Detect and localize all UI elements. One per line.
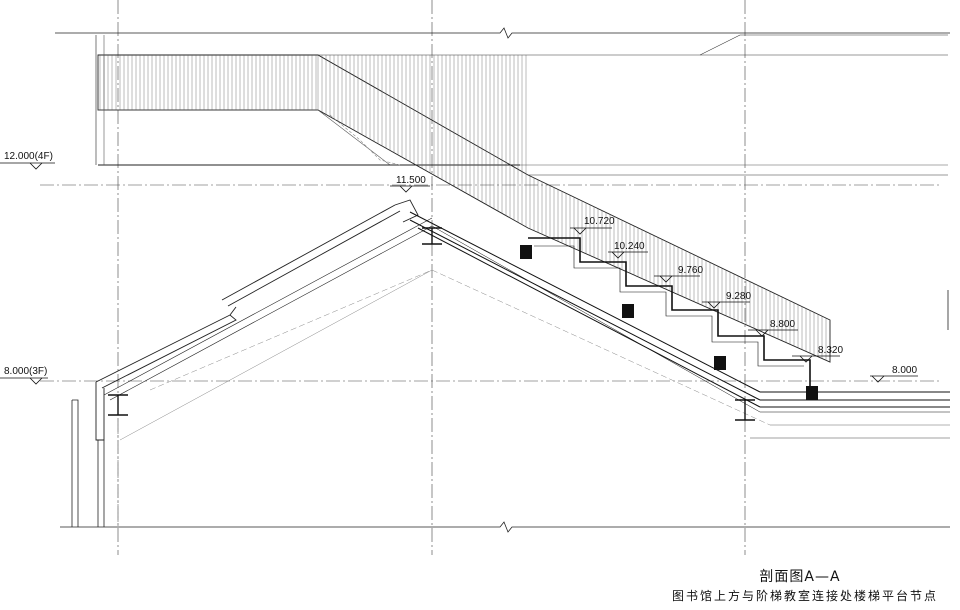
steel-beams [108,227,755,421]
left-wall [71,399,119,527]
support-blocks [520,245,818,400]
level-label-4f: 12.000(4F) [4,151,53,162]
level-label-s4: 9.280 [726,291,751,302]
drawing-title: 剖面图A—A [759,569,841,585]
level-label-s3: 9.760 [678,265,703,276]
level-label-s5: 8.800 [770,319,795,330]
level-label-ridge: 11.500 [396,175,426,186]
roof-right [119,211,950,441]
level-label-s1: 10.720 [584,216,615,227]
level-label-landing: 8.000 [892,365,917,376]
drawing-subtitle: 图书馆上方与阶梯教室连接处楼梯平台节点 [671,589,938,603]
stair-steps [528,237,811,386]
level-markers [0,162,918,385]
level-label-s2: 10.240 [614,241,645,252]
level-label-s6: 8.320 [818,345,843,356]
level-label-3f: 8.000(3F) [4,366,47,377]
break-lines [55,27,950,533]
balustrade-hatching [99,55,827,361]
roof-left [95,199,433,441]
